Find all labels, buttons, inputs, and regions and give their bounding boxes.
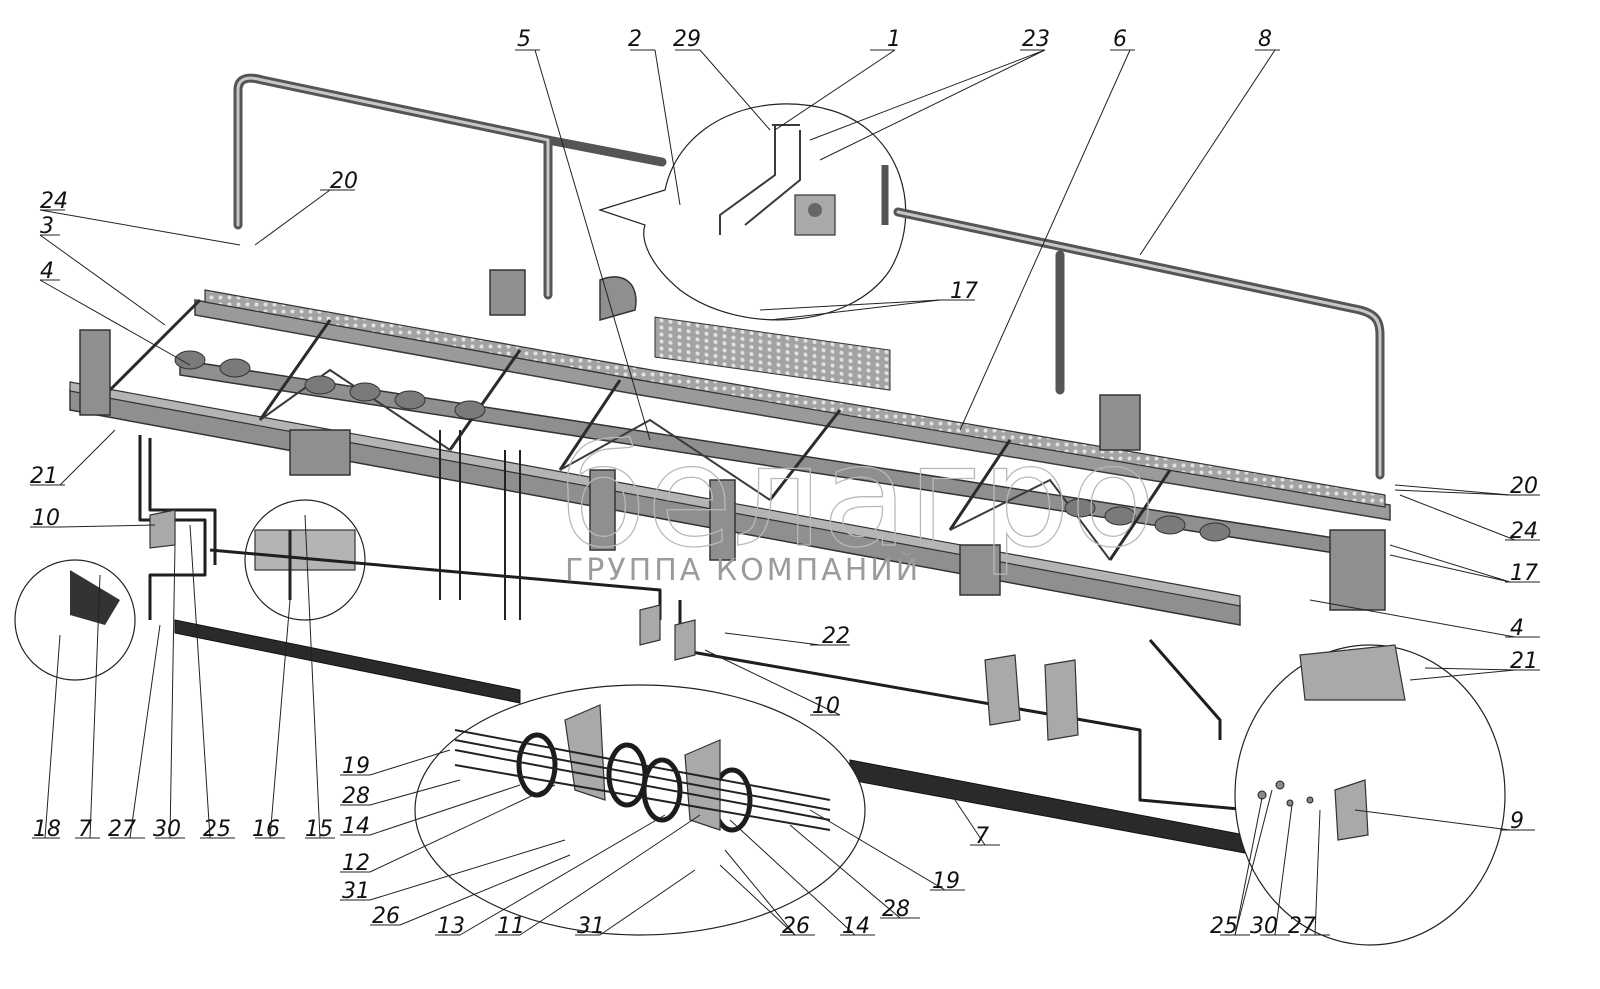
callout-20-top: 20	[330, 169, 358, 194]
callout-18: 18	[33, 817, 61, 842]
callout-26-right: 26	[782, 914, 810, 939]
callout-20-right: 20	[1510, 474, 1538, 499]
callout-labels: 1 2 29 23 5 6 8 20 24 3 4 17 21 10 20 24…	[30, 27, 1538, 939]
callout-16: 16	[252, 817, 280, 842]
callout-10-left: 10	[32, 506, 60, 531]
callout-5: 5	[517, 27, 531, 52]
callout-14-right: 14	[842, 914, 870, 939]
callout-19-right: 19	[932, 869, 960, 894]
detail-zoom-left	[244, 499, 366, 621]
detail-zoom-right	[1234, 644, 1506, 946]
callout-22: 22	[822, 624, 850, 649]
detail-zoom-far-left	[14, 559, 136, 681]
callout-17-right: 17	[1510, 561, 1538, 586]
callout-26-left: 26	[372, 904, 400, 929]
callout-1: 1	[887, 27, 901, 52]
watermark-subtitle: ГРУППА КОМПАНИЙ	[565, 552, 921, 588]
callout-29: 29	[673, 27, 701, 52]
callout-23: 23	[1022, 27, 1050, 52]
callout-4-right: 4	[1510, 616, 1524, 641]
callout-21-right: 21	[1510, 649, 1538, 674]
watermark: белагро ГРУППА КОМПАНИЙ	[559, 415, 1156, 588]
guard-rail	[233, 73, 1385, 480]
callout-12: 12	[342, 851, 370, 876]
callout-31-left: 31	[342, 879, 370, 904]
callout-27-right: 27	[1288, 914, 1316, 939]
callout-7-left: 7	[78, 817, 92, 842]
frame-assembly	[69, 269, 1391, 626]
detail-zoom-bottom	[414, 684, 866, 936]
callout-10-center: 10	[812, 694, 840, 719]
callout-28-right: 28	[882, 897, 910, 922]
callout-4-left: 4	[40, 259, 54, 284]
callout-14-left: 14	[342, 814, 370, 839]
callout-7-right: 7	[975, 824, 989, 849]
callout-15: 15	[305, 817, 333, 842]
callout-25-left: 25	[203, 817, 231, 842]
callout-28-left: 28	[342, 784, 370, 809]
callout-24-top: 24	[40, 189, 68, 214]
callout-19-left: 19	[342, 754, 370, 779]
watermark-brand: белагро	[560, 416, 1156, 579]
callout-3: 3	[40, 214, 54, 239]
callout-8: 8	[1258, 27, 1272, 52]
callout-31-right: 31	[577, 914, 605, 939]
leader-lines	[30, 49, 1540, 936]
callout-9: 9	[1510, 809, 1524, 834]
callout-24-right: 24	[1510, 519, 1538, 544]
callout-30-left: 30	[153, 817, 181, 842]
callout-13: 13	[437, 914, 465, 939]
callout-11: 11	[497, 914, 525, 939]
callout-6: 6	[1113, 27, 1127, 52]
detail-zoom-top	[598, 103, 907, 391]
callout-25-right: 25	[1210, 914, 1238, 939]
callout-27-left: 27	[108, 817, 136, 842]
callout-21-left: 21	[30, 464, 58, 489]
callout-30-right: 30	[1250, 914, 1278, 939]
callout-2: 2	[628, 27, 642, 52]
callout-17-top: 17	[950, 279, 978, 304]
